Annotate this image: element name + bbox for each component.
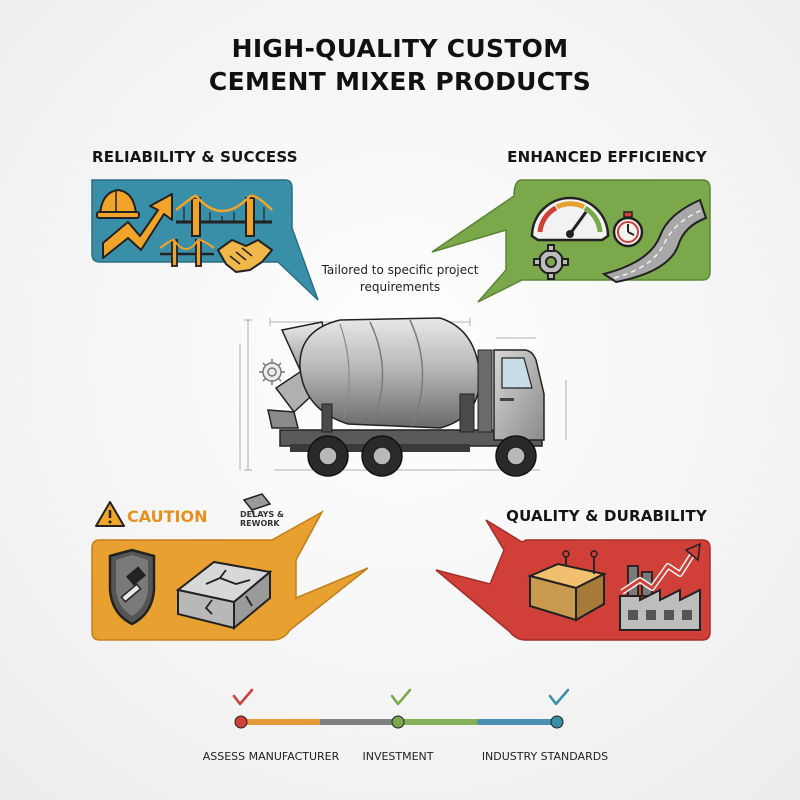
timeline-node	[391, 715, 405, 729]
handshake-icon	[217, 239, 273, 273]
quality-panel	[435, 519, 711, 641]
warning-icon	[95, 501, 125, 527]
quality-heading: QUALITY & DURABILITY	[506, 507, 707, 525]
trend-arrow-icon	[620, 542, 701, 595]
timeline-label-assess: ASSESS MANUFACTURER	[202, 750, 340, 763]
growth-arrow-icon	[102, 193, 173, 259]
concrete-cube-icon	[526, 550, 607, 622]
center-callout: Tailored to specific project requirement…	[321, 263, 479, 294]
truck-wheels	[307, 435, 537, 477]
hard-hat-icon	[96, 188, 140, 219]
timeline-node	[550, 715, 564, 729]
small-bridge-icon	[159, 238, 215, 267]
cracked-concrete-icon	[175, 560, 273, 631]
gear-icon	[533, 244, 569, 280]
timeline	[232, 688, 570, 729]
cement-mixer-truck	[239, 317, 567, 477]
caution-heading: CAUTION	[127, 507, 208, 526]
efficiency-heading: ENHANCED EFFICIENCY	[507, 148, 707, 166]
timeline-label-standards: INDUSTRY STANDARDS	[481, 750, 609, 763]
check-icon	[232, 688, 254, 706]
blueprint-gear-icon	[259, 359, 285, 385]
title-line-1: HIGH-QUALITY CUSTOM	[231, 34, 569, 63]
title-line-2: CEMENT MIXER PRODUCTS	[208, 67, 592, 96]
stopwatch-icon	[612, 211, 644, 248]
speedometer-icon	[530, 196, 610, 242]
page-title: HIGH-QUALITY CUSTOM CEMENT MIXER PRODUCT…	[0, 32, 800, 98]
shield-hammer-icon	[108, 548, 156, 626]
delays-icon	[242, 493, 272, 517]
check-icon	[548, 688, 570, 706]
timeline-label-investment: INVESTMENT	[362, 750, 434, 763]
road-icon	[601, 198, 708, 284]
check-icon	[390, 688, 412, 706]
factory-icon	[619, 565, 701, 631]
bridge-icon	[175, 194, 273, 237]
timeline-node	[234, 715, 248, 729]
caution-panel	[91, 493, 369, 641]
delays-rework-label: DELAYS & REWORK	[240, 510, 284, 528]
reliability-panel	[91, 179, 319, 301]
efficiency-panel	[431, 179, 711, 303]
reliability-heading: RELIABILITY & SUCCESS	[92, 148, 298, 166]
